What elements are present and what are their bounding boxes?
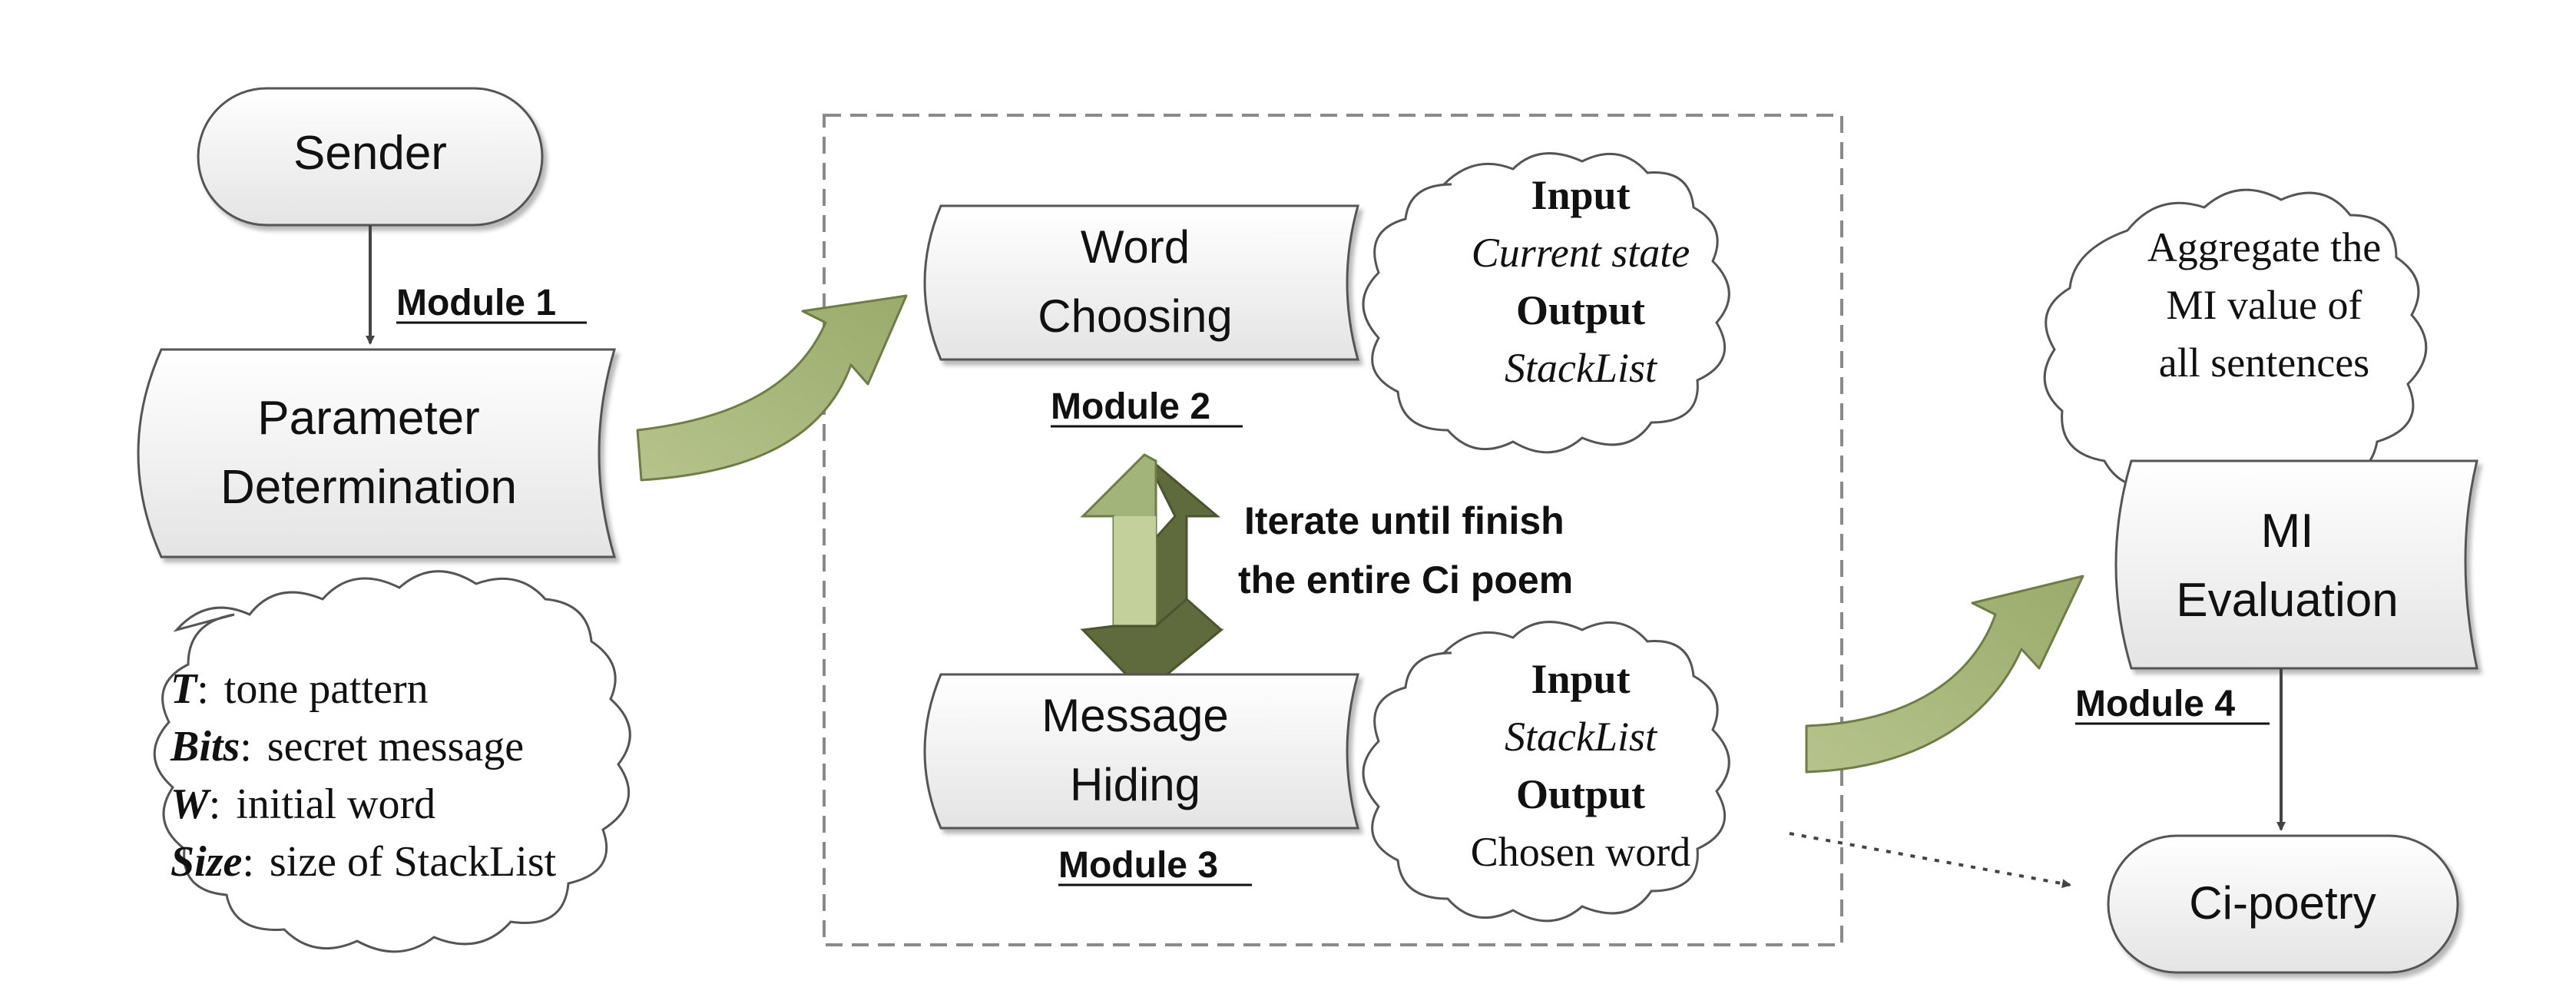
word-label-line1: Word: [1081, 221, 1190, 273]
message-input-label: Input: [1531, 656, 1630, 702]
mi-label-line1: MI: [2261, 505, 2314, 558]
param-row: W: initial word: [171, 780, 435, 828]
param-sep: :: [240, 723, 252, 770]
param-text: secret message: [267, 723, 524, 770]
param-sep: :: [197, 665, 209, 713]
param-sep: :: [242, 838, 254, 886]
mi-label-line2: Evaluation: [2176, 574, 2399, 627]
aggregate-line3: all sentences: [2159, 340, 2369, 386]
parameter-to-word-arrow: [636, 294, 908, 482]
module-4-label: Module 4: [2075, 684, 2235, 724]
aggregate-line2: MI value of: [2167, 282, 2362, 328]
param-sep: :: [209, 780, 221, 828]
param-key: Size: [171, 838, 242, 886]
word-io-cloud: [1362, 152, 1730, 454]
message-input-value: StackList: [1505, 714, 1658, 760]
message-hiding-node: [923, 673, 1359, 830]
param-row: Size: size of StackList: [171, 838, 557, 886]
param-text: tone pattern: [224, 665, 429, 713]
message-label-line2: Hiding: [1070, 759, 1200, 810]
cipoetry-label: Ci-poetry: [2189, 877, 2376, 929]
message-to-mi-arrow: [1805, 575, 2084, 774]
cipoetry-node: [2107, 834, 2459, 974]
word-input-label: Input: [1531, 172, 1630, 218]
parameter-label-line2: Determination: [220, 461, 517, 514]
word-input-value: Current state: [1472, 230, 1690, 276]
message-label-line1: Message: [1041, 690, 1228, 741]
word-choosing-node: [923, 204, 1359, 361]
message-output-value: Chosen word: [1471, 829, 1690, 875]
sender-label: Sender: [293, 127, 447, 180]
parameters-cloud: [153, 570, 631, 953]
param-row: Bits: secret message: [170, 723, 524, 770]
word-output-label: Output: [1516, 287, 1645, 333]
param-key: T: [171, 665, 199, 713]
module-3-label: Module 3: [1058, 845, 1218, 886]
module-1-label: Module 1: [396, 283, 556, 323]
parameters-list: T: tone pattern Bits: secret message W: ini…: [170, 665, 557, 886]
iterate-double-arrow: [1080, 453, 1224, 695]
param-key: W: [171, 780, 212, 828]
param-row: T: tone pattern: [171, 665, 429, 713]
iterate-label-line1: Iterate until finish: [1244, 499, 1564, 542]
word-label-line2: Choosing: [1038, 290, 1233, 342]
chosen-word-to-cipoetry-arrow: [1789, 832, 2071, 889]
message-output-label: Output: [1516, 771, 1645, 817]
param-key: Bits: [170, 723, 240, 770]
aggregate-line1: Aggregate the: [2147, 224, 2381, 270]
iterate-label-line2: the entire Ci poem: [1238, 558, 1573, 601]
param-text: size of StackList: [270, 838, 557, 886]
module-2-label: Module 2: [1051, 386, 1210, 427]
mi-evaluation-node: [2114, 459, 2478, 670]
word-output-value: StackList: [1505, 345, 1658, 391]
parameter-label-line1: Parameter: [257, 392, 479, 445]
iteration-container: [823, 114, 1843, 946]
parameter-determination-node: [137, 348, 617, 558]
message-io-cloud: [1362, 621, 1730, 923]
param-text: initial word: [236, 780, 435, 828]
